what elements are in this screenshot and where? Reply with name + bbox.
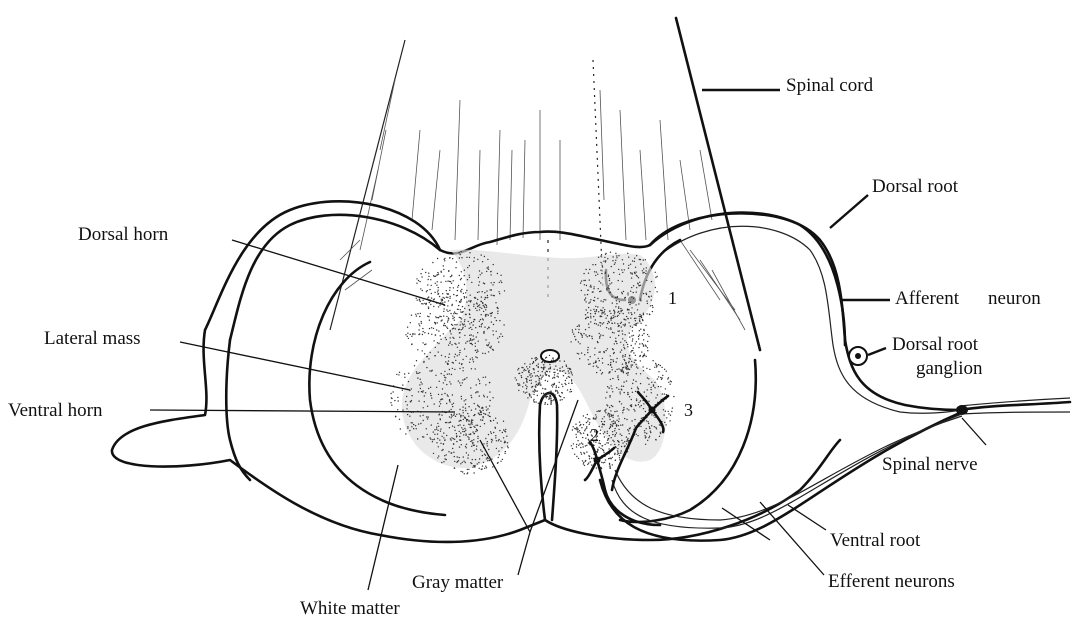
- label-efferent-neurons: Efferent neurons: [828, 571, 955, 592]
- label-gray-matter: Gray matter: [412, 572, 504, 593]
- number-3: 3: [684, 400, 693, 420]
- label-spinal-nerve: Spinal nerve: [882, 454, 978, 475]
- spinal-nerve: [956, 398, 1070, 415]
- gray-matter: [402, 250, 666, 520]
- label-spinal-cord: Spinal cord: [786, 75, 874, 96]
- label-dorsal-horn: Dorsal horn: [78, 224, 169, 245]
- label-afferent: Afferent: [895, 288, 960, 309]
- label-afferent-neuron: neuron: [988, 288, 1041, 309]
- number-2: 2: [590, 425, 599, 445]
- label-lateral-mass: Lateral mass: [44, 328, 141, 349]
- central-canal: [541, 350, 559, 362]
- number-1: 1: [668, 288, 677, 308]
- label-ventral-horn: Ventral horn: [8, 400, 103, 421]
- dorsal-root: [606, 213, 960, 414]
- label-white-matter: White matter: [300, 598, 400, 619]
- label-dorsal-root-ganglion-1: Dorsal root: [892, 334, 979, 355]
- label-ventral-root: Ventral root: [830, 530, 921, 551]
- label-dorsal-root: Dorsal root: [872, 176, 959, 197]
- label-dorsal-root-ganglion-2: ganglion: [916, 358, 983, 379]
